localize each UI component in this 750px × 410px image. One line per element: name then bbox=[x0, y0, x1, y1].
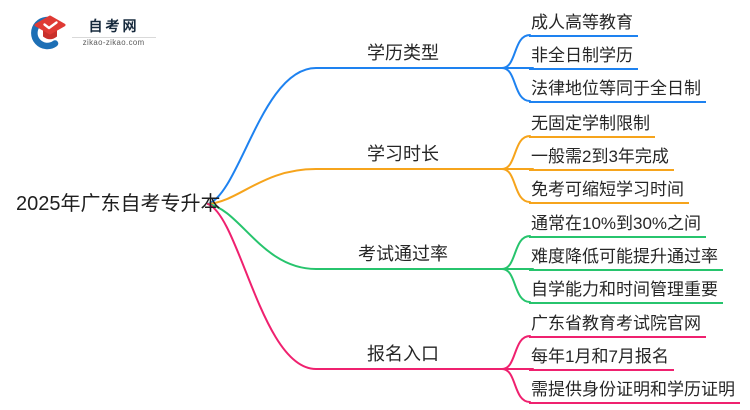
leaf-node[interactable]: 通常在10%到30%之间 bbox=[529, 214, 707, 238]
branch-node-2[interactable]: 学习时长 bbox=[367, 144, 439, 164]
site-url: zikao-zikao.com bbox=[83, 38, 145, 48]
site-logo[interactable]: 自考网 zikao-zikao.com bbox=[28, 12, 162, 54]
leaf-node[interactable]: 无固定学制限制 bbox=[529, 114, 655, 138]
branch-node-4[interactable]: 报名入口 bbox=[367, 344, 439, 364]
branch-node-1[interactable]: 学历类型 bbox=[367, 43, 439, 63]
leaf-node[interactable]: 成人高等教育 bbox=[529, 13, 638, 37]
logo-divider bbox=[72, 36, 156, 38]
leaf-node[interactable]: 免考可缩短学习时间 bbox=[529, 180, 689, 204]
leaf-node[interactable]: 法律地位等同于全日制 bbox=[529, 79, 706, 103]
branch-node-3[interactable]: 考试通过率 bbox=[358, 244, 448, 264]
leaf-node[interactable]: 需提供身份证明和学历证明 bbox=[529, 380, 740, 404]
root-node[interactable]: 2025年广东自考专升本 bbox=[16, 193, 221, 215]
logo-text-block: 自考网 zikao-zikao.com bbox=[72, 17, 156, 50]
leaf-node[interactable]: 自学能力和时间管理重要 bbox=[529, 280, 723, 304]
site-name: 自考网 bbox=[88, 17, 140, 34]
leaf-node[interactable]: 广东省教育考试院官网 bbox=[529, 314, 706, 338]
leaf-node[interactable]: 难度降低可能提升通过率 bbox=[529, 247, 723, 271]
leaf-node[interactable]: 一般需2到3年完成 bbox=[529, 147, 674, 171]
leaf-node[interactable]: 非全日制学历 bbox=[529, 46, 638, 70]
leaf-node[interactable]: 每年1月和7月报名 bbox=[529, 347, 674, 371]
graduation-cap-icon bbox=[31, 15, 66, 50]
